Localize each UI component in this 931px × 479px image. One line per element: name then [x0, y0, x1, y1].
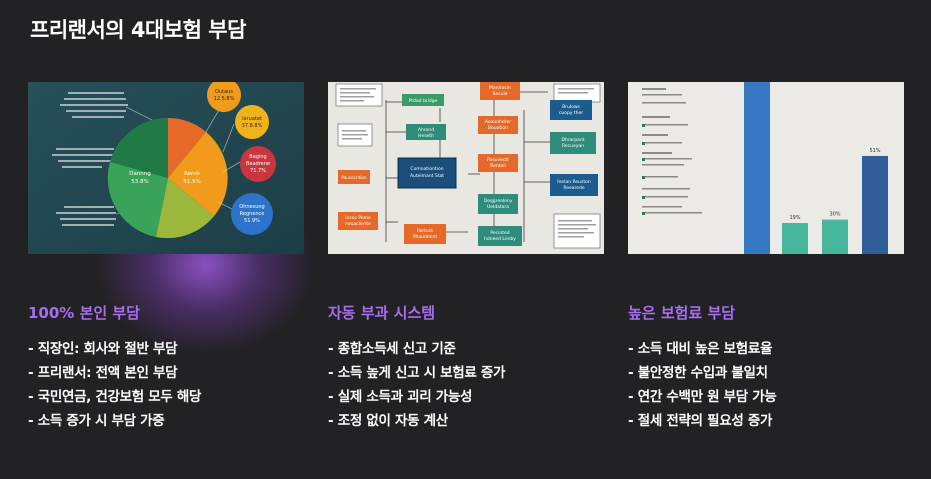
svg-text:Regnence: Regnence	[240, 211, 265, 217]
flow-nodes: Ptdad bridge Manlrocin Secule Brulows cu…	[338, 82, 598, 246]
card-high-premium: 19% 30% 51% 높은 보험료 부담 - 소득 대비 높은 보험료율 - 불안…	[628, 82, 904, 433]
svg-text:Reearede: Reearede	[563, 185, 585, 191]
svg-text:Secule: Secule	[493, 91, 508, 97]
bar	[782, 223, 808, 254]
bar-chart-image: 19% 30% 51%	[628, 82, 904, 254]
bar-value-label: 19%	[789, 215, 800, 221]
card-heading: 자동 부과 시스템	[328, 304, 436, 322]
svg-text:71.7%: 71.7%	[250, 168, 266, 174]
bullet-item: - 국민연금, 건강보험 모두 해당	[28, 389, 202, 405]
svg-text:51.9%: 51.9%	[244, 218, 260, 224]
svg-text:Pausecntion: Pausecntion	[341, 175, 367, 180]
svg-text:53.8%: 53.8%	[131, 179, 148, 185]
svg-text:51.5%: 51.5%	[183, 179, 200, 185]
bar-chart-illustration: 19% 30% 51%	[628, 82, 904, 254]
svg-text:Deqgrealony: Deqgrealony	[484, 198, 513, 204]
bar-group: 19% 30% 51%	[744, 82, 888, 254]
bar-value-label: 51%	[869, 148, 880, 154]
bar	[862, 155, 888, 254]
svg-text:Comnationtion: Comnationtion	[410, 166, 443, 172]
svg-text:Ptdad bridge: Ptdad bridge	[409, 98, 438, 104]
bubble-group: Outaus 12.5.8% Iaruatet 37.8.8% Baging B…	[207, 82, 276, 235]
bullet-list: - 직장인: 회사와 절반 부담 - 프리랜서: 전액 본인 부담 - 국민연금…	[28, 337, 304, 433]
svg-text:37.8.8%: 37.8.8%	[242, 123, 263, 129]
svg-text:Heseth: Heseth	[418, 133, 434, 139]
svg-text:Baging: Baging	[249, 154, 266, 160]
page-title: 프리랜서의 4대보험 부담	[30, 18, 246, 42]
svg-text:Pecinted: Pecinted	[490, 230, 509, 236]
svg-text:Outaus: Outaus	[215, 89, 233, 95]
bullet-list: - 소득 대비 높은 보험료율 - 불안정한 수입과 불일치 - 연간 수백만 …	[628, 337, 904, 433]
svg-text:Brulows: Brulows	[562, 104, 580, 110]
svg-text:Aoaunhdrer: Aoaunhdrer	[485, 119, 511, 125]
svg-text:Partuct: Partuct	[417, 228, 433, 234]
svg-text:Ohnesung: Ohnesung	[239, 204, 264, 210]
svg-text:Ueldatara: Ueldatara	[487, 204, 509, 210]
bullet-item: - 직장인: 회사와 절반 부담	[28, 341, 178, 357]
svg-text:Dhrarpant: Dhrarpant	[561, 137, 584, 143]
card-heading: 높은 보험료 부담	[628, 304, 736, 322]
card-heading: 100% 본인 부담	[28, 304, 140, 322]
svg-text:Recueyan: Recueyan	[562, 143, 584, 149]
svg-text:Inelan Reuston: Inelan Reuston	[557, 179, 591, 185]
bullet-item: - 소득 높게 신고 시 보험료 증가	[328, 365, 506, 381]
bar	[822, 219, 848, 254]
bar-value-label: 30%	[829, 212, 840, 218]
svg-text:Pasuvectt: Pasuvectt	[487, 157, 509, 163]
svg-text:Ahrond: Ahrond	[418, 127, 434, 133]
bullet-item: - 연간 수백만 원 부담 가능	[628, 389, 777, 405]
card-self-burden: Dannng 53.8% Remb 51.5% Outaus 12.5.8% I…	[28, 82, 304, 433]
pie-chart-illustration: Dannng 53.8% Remb 51.5% Outaus 12.5.8% I…	[28, 82, 304, 254]
bullet-item: - 조정 없이 자동 계산	[328, 413, 448, 429]
svg-text:Rentell: Rentell	[490, 163, 506, 169]
svg-text:Remb: Remb	[184, 171, 200, 177]
svg-text:Iaruatet: Iaruatet	[242, 116, 262, 122]
svg-text:Phaudmint: Phaudmint	[413, 234, 438, 240]
svg-text:hdneed Lenby: hdneed Lenby	[484, 236, 516, 242]
pie-chart-image: Dannng 53.8% Remb 51.5% Outaus 12.5.8% I…	[28, 82, 304, 254]
flowchart-image: Ptdad bridge Manlrocin Secule Brulows cu…	[328, 82, 604, 254]
bullet-item: - 소득 대비 높은 보험료율	[628, 341, 773, 357]
bullet-item: - 소득 증가 시 부담 가중	[28, 413, 165, 429]
bullet-list: - 종합소득세 신고 기준 - 소득 높게 신고 시 보험료 증가 - 실제 소…	[328, 337, 604, 433]
svg-text:Dannng: Dannng	[129, 171, 151, 177]
svg-text:12.5.8%: 12.5.8%	[214, 96, 235, 102]
bullet-item: - 프리랜서: 전액 본인 부담	[28, 365, 178, 381]
bullet-item: - 절세 전략의 필요성 증가	[628, 413, 773, 429]
svg-text:Autelmant Stat: Autelmant Stat	[410, 173, 444, 179]
svg-text:cuopy ther: cuopy ther	[559, 110, 583, 116]
flowchart-illustration: Ptdad bridge Manlrocin Secule Brulows cu…	[328, 82, 604, 254]
bullet-item: - 실제 소득과 괴리 가능성	[328, 389, 473, 405]
svg-text:Insoc Peme: Insoc Peme	[345, 215, 371, 221]
bullet-item: - 종합소득세 신고 기준	[328, 341, 456, 357]
bullet-item: - 불안정한 수입과 불일치	[628, 365, 768, 381]
bar	[744, 82, 770, 254]
svg-text:Bouotion: Bouotion	[488, 125, 508, 131]
svg-text:Manlrocin: Manlrocin	[489, 85, 511, 91]
card-auto-levy: Ptdad bridge Manlrocin Secule Brulows cu…	[328, 82, 604, 433]
svg-text:Baadrene: Baadrene	[246, 161, 270, 167]
svg-text:neuaclerrte: neuaclerrte	[345, 221, 371, 227]
pie-graphic: Dannng 53.8% Remb 51.5%	[107, 117, 228, 239]
